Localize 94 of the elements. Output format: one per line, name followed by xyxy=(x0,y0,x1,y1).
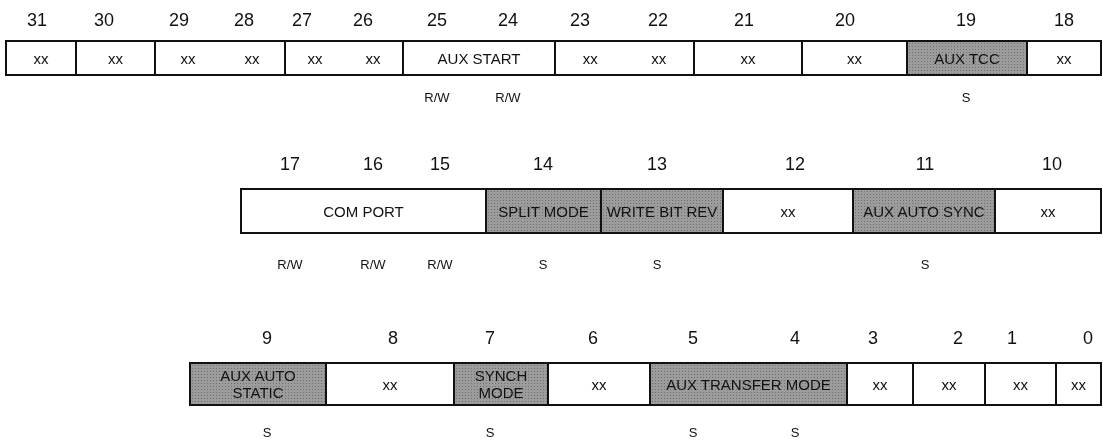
field-name: AUX TRANSFER MODE xyxy=(665,375,832,393)
bit-field xyxy=(189,362,327,406)
access-type-label: S xyxy=(538,257,548,272)
bit-number: 5 xyxy=(688,328,698,349)
bit-field xyxy=(912,362,986,406)
access-type-label: S xyxy=(485,425,495,440)
bit-field xyxy=(1026,40,1102,76)
bit-field xyxy=(1055,362,1102,406)
bit-number: 31 xyxy=(27,10,47,31)
field-name: xx xyxy=(32,49,50,67)
bit-number: 18 xyxy=(1054,10,1074,31)
bit-field xyxy=(402,40,556,76)
bit-field xyxy=(846,362,914,406)
bit-number: 8 xyxy=(388,328,398,349)
bit-number: 17 xyxy=(280,154,300,175)
access-type-label: R/W xyxy=(424,90,450,105)
field-name: xx xyxy=(306,49,324,67)
access-type-label: R/W xyxy=(495,90,521,105)
field-name: SPLIT MODE xyxy=(497,202,590,220)
access-type-label: S xyxy=(652,257,662,272)
field-name: xx xyxy=(779,202,797,220)
bit-field xyxy=(906,40,1028,76)
bit-number: 21 xyxy=(734,10,754,31)
field-name: xx xyxy=(1012,375,1029,393)
bit-field xyxy=(600,188,724,234)
bit-number: 3 xyxy=(868,328,878,349)
bit-field xyxy=(75,40,156,76)
bit-number: 9 xyxy=(262,328,272,349)
bit-number: 2 xyxy=(953,328,963,349)
access-type-label: S xyxy=(790,425,800,440)
bit-number: 25 xyxy=(427,10,447,31)
bit-number: 0 xyxy=(1083,328,1093,349)
field-name: xx xyxy=(107,49,124,67)
access-type-label: S xyxy=(688,425,698,440)
field-name: SYNCH MODE xyxy=(473,367,529,401)
bit-number: 22 xyxy=(648,10,668,31)
bit-field xyxy=(693,40,803,76)
bit-number: 1 xyxy=(1007,328,1017,349)
access-type-label: R/W xyxy=(360,257,386,272)
field-name: AUX TCC xyxy=(933,49,1001,67)
access-type-label: S xyxy=(961,90,971,105)
bit-number: 29 xyxy=(169,10,189,31)
bit-number: 28 xyxy=(234,10,254,31)
field-name: AUX START xyxy=(436,49,522,67)
field-name: xx xyxy=(846,49,863,67)
bit-field xyxy=(453,362,549,406)
access-type-label: S xyxy=(920,257,930,272)
access-type-label: R/W xyxy=(427,257,453,272)
field-name: xx xyxy=(364,49,382,67)
field-name: xx xyxy=(590,375,608,393)
bit-number: 27 xyxy=(292,10,312,31)
bit-number: 23 xyxy=(570,10,590,31)
bit-number: 30 xyxy=(94,10,114,31)
field-name: xx xyxy=(1070,375,1087,393)
access-type-label: R/W xyxy=(277,257,303,272)
bit-field xyxy=(154,40,286,76)
bit-number: 7 xyxy=(485,328,495,349)
field-name: xx xyxy=(1039,202,1057,220)
bit-number: 6 xyxy=(588,328,598,349)
bit-number: 14 xyxy=(533,154,553,175)
field-name: xx xyxy=(381,375,399,393)
field-name: AUX AUTO SYNC xyxy=(862,202,986,220)
field-name: AUX AUTO STATIC xyxy=(219,367,297,401)
field-name: xx xyxy=(650,49,668,67)
field-name: xx xyxy=(739,49,757,67)
bit-number: 15 xyxy=(430,154,450,175)
field-name: xx xyxy=(940,375,958,393)
bit-field xyxy=(852,188,996,234)
bit-field xyxy=(984,362,1057,406)
bit-number: 11 xyxy=(915,154,935,175)
bit-number: 16 xyxy=(363,154,383,175)
bit-number: 10 xyxy=(1042,154,1062,175)
bit-number: 20 xyxy=(835,10,855,31)
field-name: xx xyxy=(581,49,599,67)
bit-field xyxy=(284,40,404,76)
bit-number: 12 xyxy=(785,154,805,175)
bit-number: 26 xyxy=(353,10,373,31)
access-type-label: S xyxy=(262,425,272,440)
field-name: xx xyxy=(871,375,889,393)
bit-number: 24 xyxy=(498,10,518,31)
bit-field xyxy=(554,40,695,76)
field-name: COM PORT xyxy=(322,202,405,220)
field-name: xx xyxy=(179,49,197,67)
bit-number: 13 xyxy=(647,154,667,175)
bit-number: 4 xyxy=(790,328,800,349)
bit-number: 19 xyxy=(956,10,976,31)
bit-field xyxy=(5,40,77,76)
field-name: WRITE BIT REV xyxy=(605,202,719,220)
bit-field xyxy=(485,188,602,234)
bit-field xyxy=(994,188,1102,234)
bit-field xyxy=(240,188,487,234)
bit-field xyxy=(649,362,848,406)
field-name: xx xyxy=(243,49,261,67)
field-name: xx xyxy=(1055,49,1073,67)
